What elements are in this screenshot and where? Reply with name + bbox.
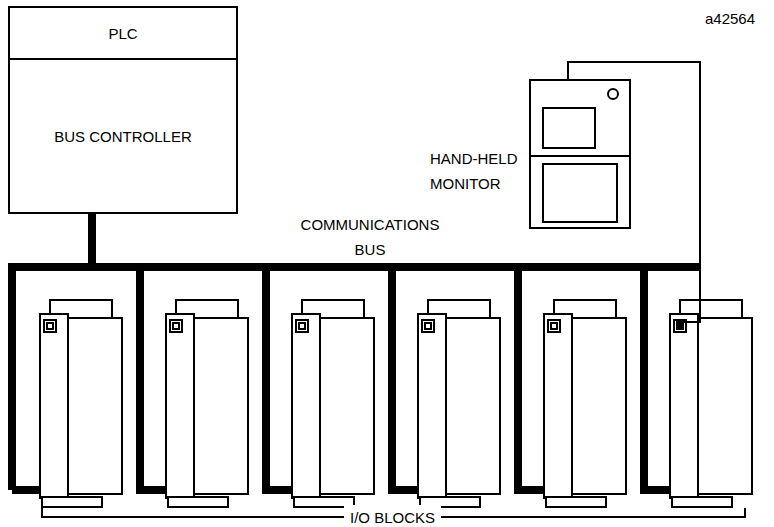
io-block (40, 300, 122, 507)
io-block (418, 300, 500, 507)
bus-drop (88, 212, 96, 267)
io-block (292, 300, 374, 507)
io-block (544, 300, 626, 507)
node-label: PLC (108, 21, 137, 46)
io-block (166, 300, 248, 507)
hand-held-monitor: HAND-HELD MONITOR (425, 78, 635, 230)
bus-drop (518, 267, 546, 490)
bus-drop (140, 267, 168, 490)
node-label: BUS CONTROLLER (53, 124, 193, 149)
bus-label: COMMUNICATIONS BUS (290, 212, 450, 262)
group-label: I/O BLOCKS (344, 505, 441, 527)
io-block (670, 300, 752, 507)
bus-drop (266, 267, 294, 490)
bus-drop (392, 267, 420, 490)
node-label: HAND-HELD MONITOR (430, 146, 525, 196)
bus-controller-box: BUS CONTROLLER (8, 58, 238, 214)
bus-drop (12, 486, 42, 494)
figure-id: a42564 (705, 6, 755, 31)
plc-box: PLC (8, 6, 238, 60)
bus-drop (644, 267, 672, 490)
